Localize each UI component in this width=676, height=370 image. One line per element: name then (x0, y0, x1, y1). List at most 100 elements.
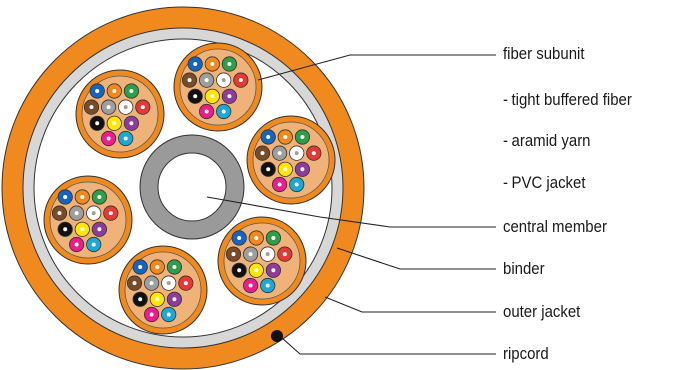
fiber-core (260, 151, 265, 156)
fiber-core (138, 297, 143, 302)
fiber-core (248, 283, 253, 288)
label-tight-buffered-fiber: tight buffered fiber (511, 90, 632, 109)
label-pvc-jacket: PVC jacket (511, 173, 586, 192)
label-ripcord: ripcord (503, 344, 549, 363)
fiber-core (271, 236, 276, 240)
fiber-core (138, 265, 143, 269)
fiber-core (204, 78, 209, 83)
fiber-subunit (75, 69, 165, 159)
bullet-dash: - (503, 173, 508, 192)
fiber-core (254, 236, 259, 240)
fiber-core (108, 211, 113, 216)
fiber-core (283, 135, 288, 139)
fiber-core (123, 105, 128, 110)
bullet-dash: - (503, 131, 508, 150)
fiber-subunit (246, 115, 336, 205)
fiber-core (166, 281, 171, 286)
fiber-core (294, 182, 299, 187)
ripcord (271, 330, 283, 342)
leader-fiber-subunit (257, 54, 496, 81)
fiber-core (311, 151, 316, 156)
fiber-core (57, 211, 62, 216)
fiber-core (183, 281, 188, 286)
fiber-core (265, 283, 270, 288)
label-tight-buffered-fiber-row: -tight buffered fiber (503, 90, 632, 110)
fiber-core (112, 89, 117, 93)
fiber-core (172, 297, 177, 302)
fiber-core (238, 78, 243, 83)
fiber-core (172, 265, 177, 269)
fiber-subunit (118, 245, 208, 335)
fiber-core (91, 242, 96, 247)
label-aramid-yarn: aramid yarn (511, 131, 591, 150)
fiber-core (265, 252, 270, 257)
fiber-core (282, 252, 287, 257)
fiber-core (95, 89, 100, 93)
label-fiber-subunit: fiber subunit (503, 44, 585, 63)
fiber-core (91, 211, 96, 216)
fiber-core (80, 195, 85, 199)
fiber-core (283, 167, 288, 172)
fiber-core (237, 236, 242, 240)
fiber-core (187, 78, 192, 83)
fiber-core (112, 121, 117, 126)
fiber-core (80, 227, 85, 232)
leader-ripcord (281, 337, 496, 355)
fiber-core (129, 89, 134, 93)
fiber-core (227, 94, 232, 99)
fiber-subunit (43, 175, 133, 265)
fiber-core (210, 62, 215, 66)
leader-binder (336, 247, 496, 270)
fiber-core (123, 136, 128, 141)
fiber-core (132, 281, 137, 286)
fiber-subunit (173, 42, 263, 132)
fiber-core (254, 268, 259, 273)
fiber-core (266, 167, 271, 172)
label-binder: binder (503, 259, 545, 278)
fiber-core (97, 195, 102, 199)
leader-central-member (206, 196, 496, 228)
fiber-core (237, 268, 242, 273)
fiber-core (129, 121, 134, 126)
fiber-core (63, 227, 68, 232)
fiber-core (266, 135, 271, 139)
fiber-core (74, 211, 79, 216)
central-member-core (157, 152, 227, 222)
fiber-core (63, 195, 68, 199)
label-pvc-jacket-row: -PVC jacket (503, 173, 586, 193)
fiber-core (74, 242, 79, 247)
label-central-member: central member (503, 217, 607, 236)
fiber-core (89, 105, 94, 110)
fiber-core (106, 105, 111, 110)
fiber-core (166, 312, 171, 317)
fiber-core (231, 252, 236, 257)
fiber-core (204, 109, 209, 114)
fiber-core (227, 62, 232, 66)
fiber-core (277, 182, 282, 187)
leader-lines (206, 54, 496, 355)
fiber-core (193, 62, 198, 66)
fiber-core (149, 312, 154, 317)
fiber-core (294, 151, 299, 156)
fiber-core (155, 265, 160, 269)
fiber-core (277, 151, 282, 156)
fiber-core (140, 105, 145, 110)
leader-outer-jacket (324, 296, 496, 313)
fiber-core (95, 121, 100, 126)
fiber-core (193, 94, 198, 99)
fiber-core (248, 252, 253, 257)
fiber-subunits (43, 42, 336, 335)
bullet-dash: - (503, 90, 508, 109)
fiber-core (210, 94, 215, 99)
fiber-core (106, 136, 111, 141)
fiber-subunit (217, 216, 307, 306)
label-outer-jacket: outer jacket (503, 302, 581, 321)
fiber-core (300, 135, 305, 139)
fiber-core (149, 281, 154, 286)
fiber-core (221, 78, 226, 83)
fiber-core (97, 227, 102, 232)
fiber-core (271, 268, 276, 273)
fiber-core (300, 167, 305, 172)
fiber-core (221, 109, 226, 114)
